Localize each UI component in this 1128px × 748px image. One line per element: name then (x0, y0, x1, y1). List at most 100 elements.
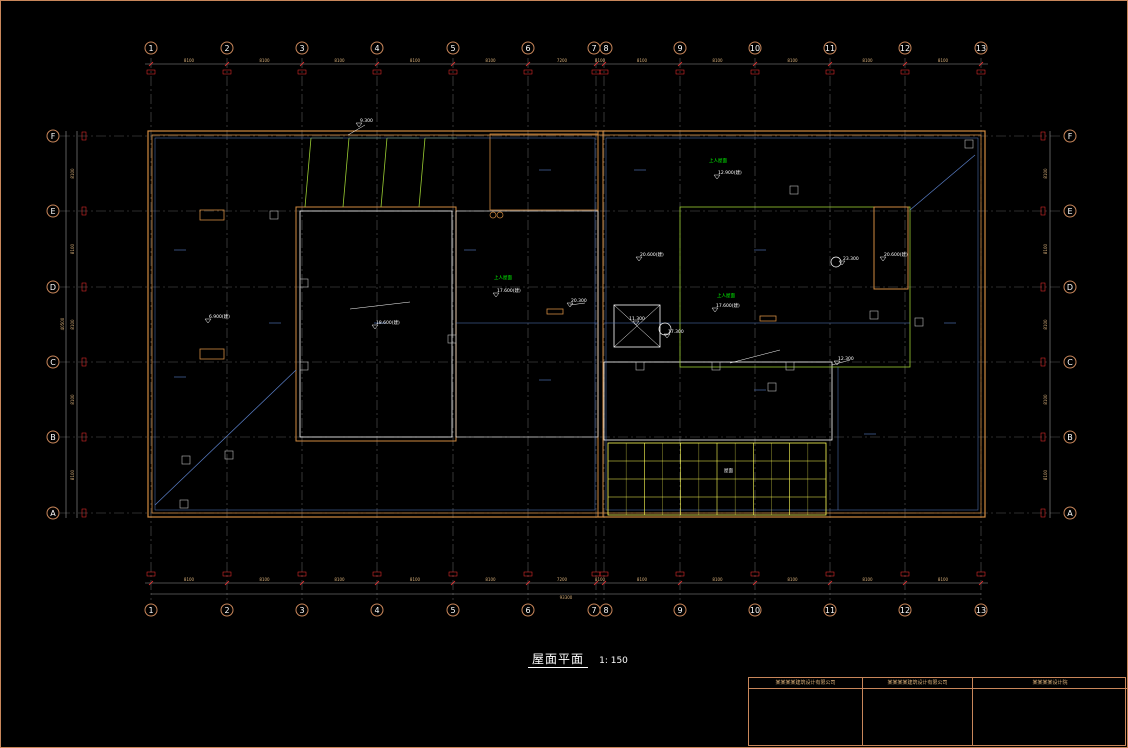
grid-bubble (1063, 506, 1077, 520)
dimension-text: 8100 (595, 58, 606, 63)
dimension-text: 7200 (557, 58, 568, 63)
dimension-tick (374, 580, 380, 586)
leader-line (347, 124, 366, 136)
dimension-text: 8100 (334, 577, 345, 582)
leader-line (349, 301, 411, 310)
dimension-text: 8100 (410, 58, 421, 63)
annotation-elev-1: 9.300 (360, 118, 373, 124)
grid-bubble (898, 41, 912, 55)
grid-label: F (51, 132, 56, 141)
drain-circle (489, 211, 497, 219)
grid-label: 7 (591, 44, 596, 53)
edge-tag (1040, 282, 1046, 292)
edge-tag (1040, 508, 1046, 518)
dimension-tick (978, 61, 984, 67)
sawtooth-skylight (304, 137, 312, 208)
grid-label: D (50, 283, 56, 292)
edge-tag (81, 508, 87, 518)
equipment-pad (546, 308, 564, 315)
dimension-tick (827, 61, 833, 67)
edge-tag (1040, 432, 1046, 442)
dimension-text: 8100 (70, 469, 75, 480)
elevation-marker (711, 307, 719, 313)
edge-tag (81, 131, 87, 141)
grid-label: C (1067, 358, 1073, 367)
grid-label: B (50, 433, 56, 442)
grid-label: 13 (976, 44, 986, 53)
grid-label: 1 (148, 606, 153, 615)
edge-tag (146, 69, 156, 75)
sawtooth-skylight (418, 137, 426, 208)
grid-bubble (599, 41, 613, 55)
grid-bubble (46, 355, 60, 369)
green-roof-boundary (679, 206, 911, 368)
leader-line (831, 359, 851, 366)
drawing-caption: 屋面平面 1: 150 (528, 648, 628, 668)
annotation-elev-11: 11.300 (629, 316, 645, 322)
edge-tag (825, 571, 835, 577)
grid-bubble (1063, 430, 1077, 444)
grid-bubble (46, 280, 60, 294)
edge-tag (448, 69, 458, 75)
drainage-ridge (909, 154, 976, 211)
edge-tag (825, 69, 835, 75)
grid-bubble (220, 603, 234, 617)
section-circle (830, 256, 842, 268)
grid-label: 4 (374, 44, 379, 53)
vent-box (785, 361, 795, 371)
edge-tag (900, 571, 910, 577)
dimension-text: 8100 (334, 58, 345, 63)
dimension-text: 8100 (637, 58, 648, 63)
edge-tag (81, 282, 87, 292)
dimension-text: 8100 (595, 577, 606, 582)
edge-tag (146, 571, 156, 577)
dimension-tick (224, 580, 230, 586)
dimension-text: 8100 (1043, 469, 1048, 480)
dimension-text: 8100 (485, 58, 496, 63)
edge-tag (1040, 357, 1046, 367)
grid-bubble (748, 603, 762, 617)
grid-label: 6 (525, 606, 530, 615)
grid-bubble (974, 41, 988, 55)
drainage-boundary (154, 137, 596, 511)
vent-box (869, 310, 879, 320)
grid-label: 3 (299, 44, 304, 53)
vent-box (299, 278, 309, 288)
skylight-cross (613, 304, 661, 348)
edge-tag (448, 571, 458, 577)
vent-box (299, 361, 309, 371)
stair-enclosure (873, 206, 909, 290)
section-circle (658, 322, 672, 336)
dimension-tick (677, 580, 683, 586)
grid-label: D (1067, 283, 1073, 292)
drawing-title: 屋面平面 (528, 652, 589, 668)
grid-bubble (521, 603, 535, 617)
annotation-label-4: 屋面 (724, 468, 733, 474)
edge-tag (372, 571, 382, 577)
overall-dimension-text: 93300 (560, 595, 573, 600)
annotation-label-2: 上人屋面 (494, 274, 512, 281)
edge-tag (675, 571, 685, 577)
edge-tag (81, 206, 87, 216)
elevation-marker (492, 292, 500, 298)
edge-tag (1040, 206, 1046, 216)
grid-bubble (673, 603, 687, 617)
edge-tag (976, 571, 986, 577)
dimension-text: 8100 (184, 577, 195, 582)
dimension-tick (827, 580, 833, 586)
grid-bubble (599, 603, 613, 617)
dimension-text: 8100 (862, 577, 873, 582)
dimension-tick (593, 580, 599, 586)
grid-label: B (1067, 433, 1073, 442)
edge-tag (976, 69, 986, 75)
grid-bubble (673, 41, 687, 55)
dimension-text: 8100 (70, 319, 75, 330)
grid-bubble (974, 603, 988, 617)
grid-label: 2 (224, 44, 229, 53)
dimension-tick (752, 580, 758, 586)
grid-bubble (1063, 280, 1077, 294)
grid-label: 8 (603, 44, 608, 53)
grid-label: 1 (148, 44, 153, 53)
grid-label: A (50, 509, 56, 518)
equipment-pad (199, 348, 225, 360)
